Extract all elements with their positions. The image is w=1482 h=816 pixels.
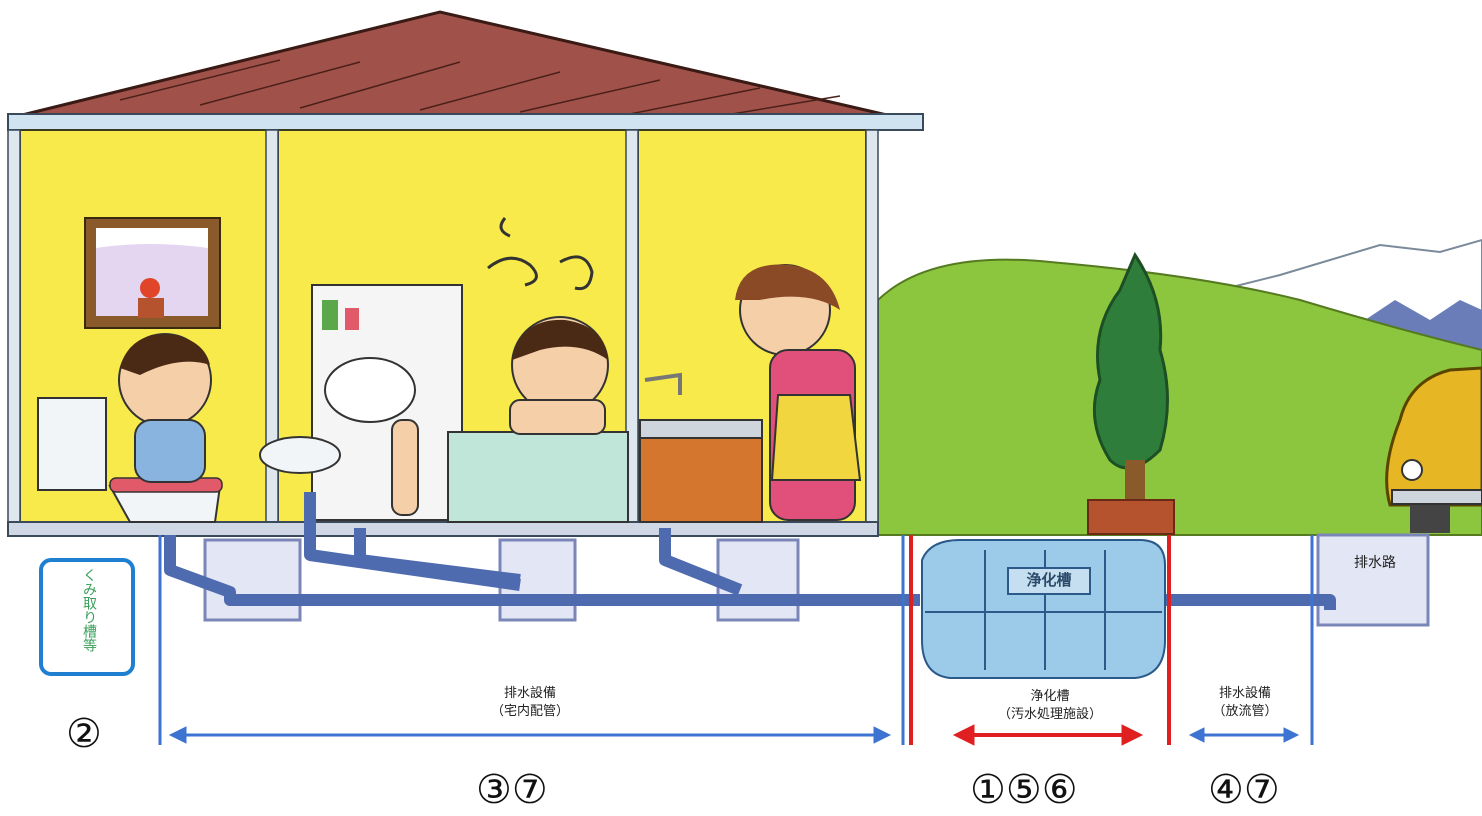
- house-piping-title: 排水設備: [455, 685, 605, 702]
- outflow-title: 排水設備: [1190, 685, 1300, 702]
- inspection-pit: [205, 540, 300, 620]
- septic-sub: （汚水処理施設）: [965, 706, 1135, 723]
- house-piping-sub: （宅内配管）: [455, 703, 605, 720]
- number-1-5-6: ①⑤⑥: [970, 768, 1078, 812]
- floor: [8, 522, 878, 536]
- landscape: [878, 240, 1482, 535]
- arrow-septic: [954, 725, 1142, 745]
- number-2: ②: [66, 712, 102, 756]
- roof: [10, 12, 900, 118]
- bath-icon: [448, 432, 628, 522]
- septic-title: 浄化槽: [975, 688, 1125, 705]
- drain-channel-pit: [1318, 535, 1428, 625]
- drain-channel-label: 排水路: [1340, 555, 1410, 572]
- span-arrows: [170, 725, 1298, 745]
- arrow-house-piping: [170, 727, 890, 743]
- arrow-outflow: [1190, 728, 1298, 742]
- number-4-7: ④⑦: [1208, 768, 1280, 812]
- kumitori-label: くみ取り槽等: [78, 568, 100, 652]
- eave: [8, 114, 923, 130]
- child-in-bath-icon: [510, 317, 608, 434]
- number-3-7: ③⑦: [476, 768, 548, 812]
- house: [8, 12, 923, 536]
- septic-tank-label: 浄化槽: [1010, 572, 1088, 589]
- pipe: [1165, 600, 1330, 610]
- outflow-sub: （放流管）: [1190, 703, 1300, 720]
- septic-tank-icon: [922, 540, 1165, 678]
